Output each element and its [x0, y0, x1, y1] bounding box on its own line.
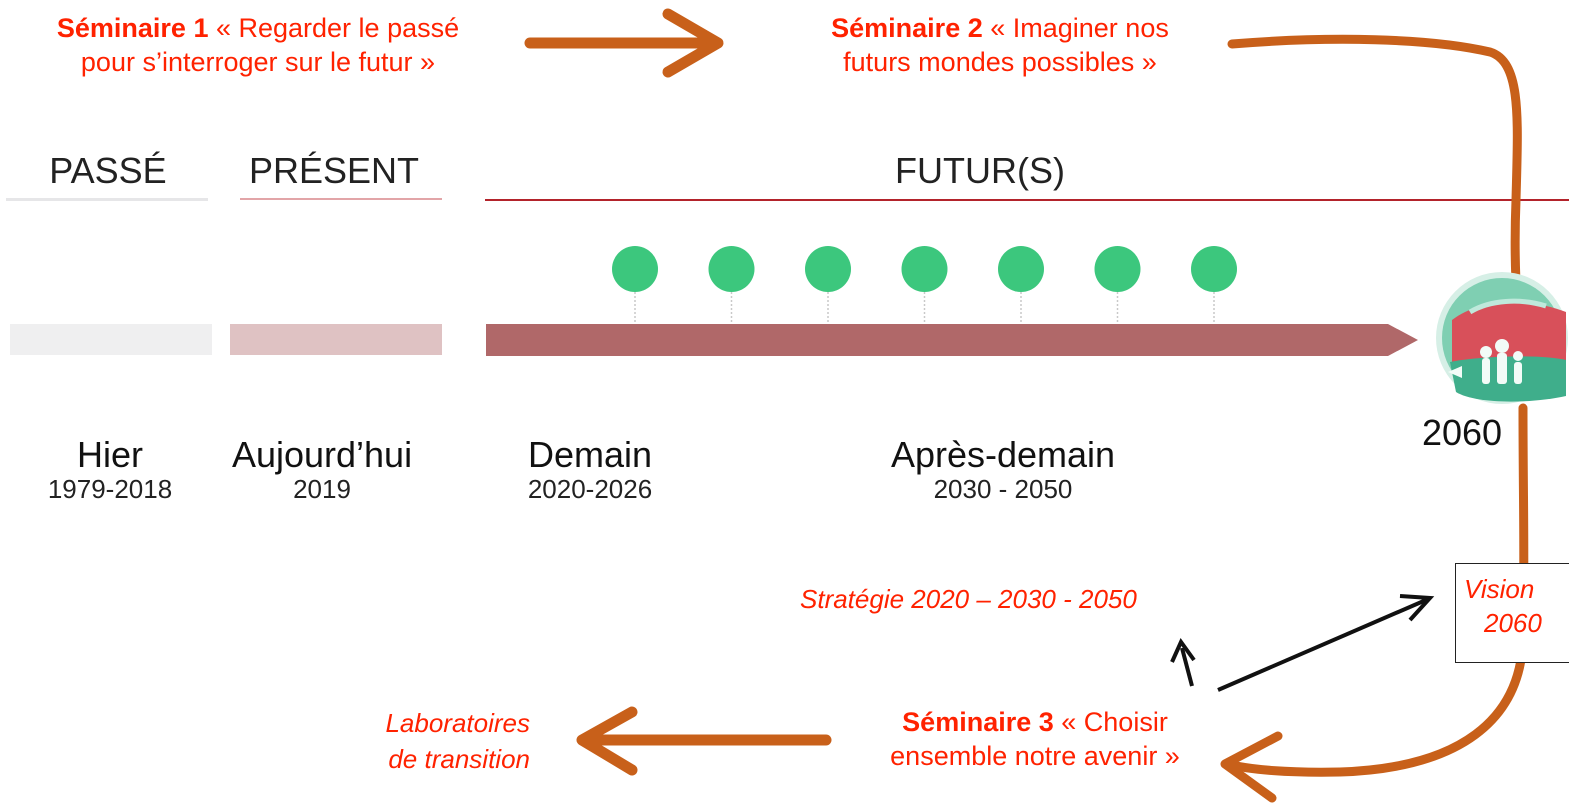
vision-line-1: Vision — [1464, 574, 1535, 604]
period-apres-demain: Après-demain 2030 - 2050 — [853, 434, 1153, 505]
vision-arrow — [1217, 594, 1435, 692]
milestone-marker — [708, 246, 755, 292]
seminar-3-subtitle-start: « Choisir — [1053, 707, 1168, 737]
period-aujourdhui-years: 2019 — [293, 474, 351, 504]
seminar-2-text: Séminaire 2 « Imaginer nos futurs mondes… — [760, 11, 1240, 79]
seminar-2-to-3-curve-lower — [1223, 403, 1529, 777]
strategy-label: Stratégie 2020 – 2030 - 2050 — [800, 584, 1137, 614]
seminar-2-to-3-curve — [1227, 34, 1522, 305]
seminar-3-to-laboratories-arrow — [576, 706, 832, 776]
period-demain: Demain 2020-2026 — [480, 434, 700, 505]
header-past: PASSÉ — [49, 150, 167, 191]
period-apres-demain-years: 2030 - 2050 — [933, 474, 1073, 504]
milestone-marker — [612, 246, 658, 292]
period-aujourdhui: Aujourd’hui 2019 — [212, 434, 432, 505]
header-present: PRÉSENT — [248, 150, 420, 191]
seminar-3-arrowhead — [1220, 731, 1283, 803]
strategy-arrow — [1170, 638, 1196, 687]
milestone-marker — [1094, 246, 1141, 292]
present-bar — [230, 324, 442, 355]
period-apres-demain-name: Après-demain — [890, 434, 1116, 475]
seminar-2-line-2: futurs mondes possibles » — [843, 47, 1157, 77]
seminar-1-title: Séminaire 1 — [56, 13, 209, 43]
seminar-1-to-2-arrow — [524, 8, 724, 78]
vision-line-2: 2060 — [1484, 608, 1542, 638]
seminar-1-text: Séminaire 1 « Regarder le passé pour s’i… — [8, 11, 508, 79]
present-header-rule — [240, 198, 442, 200]
future-header-rule — [485, 199, 1569, 201]
seminar-3-line-2: ensemble notre avenir » — [890, 741, 1180, 771]
seminar-2-line-1: Séminaire 2 « Imaginer nos — [760, 11, 1240, 45]
period-demain-name: Demain — [527, 434, 653, 475]
period-demain-years: 2020-2026 — [527, 474, 653, 504]
laboratories-line-1: Laboratoires — [385, 708, 530, 738]
period-hier-years: 1979-2018 — [47, 474, 173, 504]
seminar-1-line-1: Séminaire 1 « Regarder le passé — [8, 11, 508, 45]
seminar-2-title: Séminaire 2 — [831, 13, 983, 43]
header-future: FUTUR(S) — [895, 150, 1065, 191]
seminar-1-subtitle-start: « Regarder le passé — [208, 13, 460, 43]
end-year-2060: 2060 — [1421, 412, 1503, 453]
laboratories-label: Laboratoires de transition — [350, 705, 530, 777]
seminar-3-line-1: Séminaire 3 « Choisir — [850, 705, 1220, 739]
laboratories-line-2: de transition — [388, 744, 530, 774]
vision-2060-globe-illustration — [1436, 272, 1568, 404]
past-bar — [10, 324, 212, 355]
period-hier-name: Hier — [76, 434, 143, 475]
seminar-3-text: Séminaire 3 « Choisir ensemble notre ave… — [850, 705, 1220, 773]
milestone-marker — [901, 246, 948, 292]
milestone-marker — [805, 246, 851, 292]
milestone-marker — [1191, 246, 1237, 292]
vision-2060-box: Vision 2060 — [1455, 563, 1569, 663]
milestone-marker — [998, 246, 1044, 292]
period-aujourdhui-name: Aujourd’hui — [231, 434, 413, 475]
milestone-markers — [612, 246, 1237, 324]
seminar-1-line-2: pour s’interroger sur le futur » — [80, 47, 436, 77]
seminar-2-subtitle-start: « Imaginer nos — [982, 13, 1169, 43]
period-hier: Hier 1979-2018 — [10, 434, 210, 505]
seminar-3-title: Séminaire 3 — [902, 707, 1054, 737]
future-arrow-bar — [486, 324, 1418, 356]
past-header-rule — [6, 198, 208, 201]
